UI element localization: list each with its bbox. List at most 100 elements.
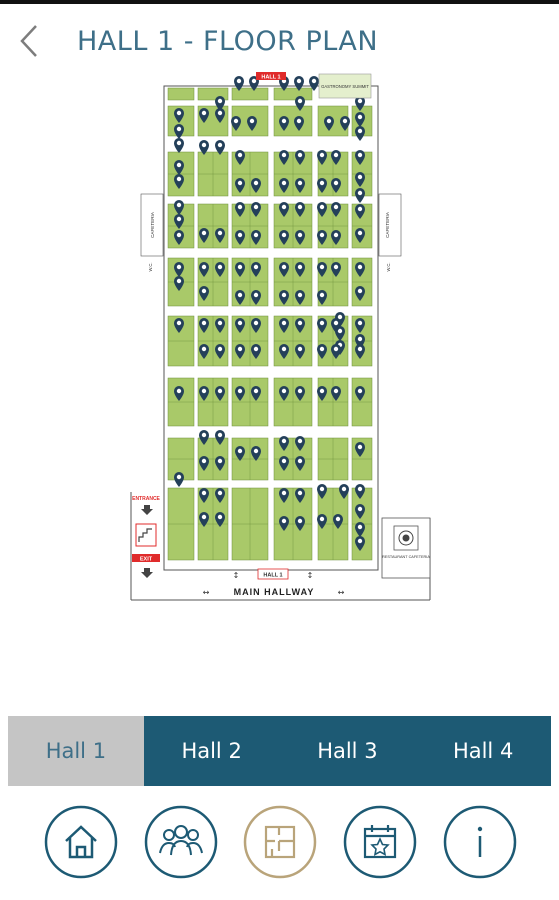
map-pin-icon[interactable] [279, 386, 289, 401]
map-pin-icon[interactable] [279, 318, 289, 333]
map-pin-icon[interactable] [235, 150, 245, 165]
map-pin-icon[interactable] [317, 202, 327, 217]
map-pin-icon[interactable] [215, 262, 225, 277]
map-pin-icon[interactable] [279, 344, 289, 359]
map-pin-icon[interactable] [355, 386, 365, 401]
map-pin-icon[interactable] [331, 150, 341, 165]
map-pin-icon[interactable] [215, 430, 225, 445]
map-pin-icon[interactable] [355, 172, 365, 187]
map-pin-icon[interactable] [295, 262, 305, 277]
tab-hall-2[interactable]: Hall 2 [143, 716, 280, 786]
map-pin-icon[interactable] [317, 178, 327, 193]
map-pin-icon[interactable] [295, 230, 305, 245]
nav-exhibitors-button[interactable] [144, 805, 218, 879]
map-pin-icon[interactable] [251, 290, 261, 305]
map-pin-icon[interactable] [199, 140, 209, 155]
floor-plan-map[interactable]: HALL 1 GASTRONOMY SUMMIT CAFETERIA W.C. … [124, 72, 436, 606]
map-pin-icon[interactable] [317, 290, 327, 305]
map-pin-icon[interactable] [174, 200, 184, 215]
map-pin-icon[interactable] [174, 262, 184, 277]
map-pin-icon[interactable] [295, 386, 305, 401]
map-pin-icon[interactable] [199, 488, 209, 503]
map-pin-icon[interactable] [355, 96, 365, 111]
map-pin-icon[interactable] [295, 318, 305, 333]
map-pin-icon[interactable] [295, 96, 305, 111]
map-pin-icon[interactable] [174, 230, 184, 245]
map-pin-icon[interactable] [355, 442, 365, 457]
tab-hall-1[interactable]: Hall 1 [8, 716, 144, 786]
map-pin-icon[interactable] [294, 76, 304, 91]
map-pin-icon[interactable] [174, 174, 184, 189]
map-pin-icon[interactable] [317, 514, 327, 529]
map-pin-icon[interactable] [199, 286, 209, 301]
map-pin-icon[interactable] [294, 116, 304, 131]
map-pin-icon[interactable] [295, 488, 305, 503]
map-pin-icon[interactable] [317, 386, 327, 401]
map-pin-icon[interactable] [295, 456, 305, 471]
booth[interactable] [231, 87, 269, 101]
map-pin-icon[interactable] [317, 150, 327, 165]
map-pin-icon[interactable] [235, 178, 245, 193]
map-pin-icon[interactable] [355, 522, 365, 537]
map-pin-icon[interactable] [215, 108, 225, 123]
map-pin-icon[interactable] [235, 446, 245, 461]
map-pin-icon[interactable] [331, 230, 341, 245]
map-pin-icon[interactable] [339, 484, 349, 499]
map-pin-icon[interactable] [235, 202, 245, 217]
map-pin-icon[interactable] [331, 386, 341, 401]
map-pin-icon[interactable] [331, 178, 341, 193]
map-pin-icon[interactable] [295, 436, 305, 451]
map-pin-icon[interactable] [235, 230, 245, 245]
map-pin-icon[interactable] [333, 514, 343, 529]
map-pin-icon[interactable] [174, 318, 184, 333]
map-pin-icon[interactable] [279, 202, 289, 217]
map-pin-icon[interactable] [215, 318, 225, 333]
map-pin-icon[interactable] [355, 204, 365, 219]
map-pin-icon[interactable] [279, 488, 289, 503]
map-pin-icon[interactable] [279, 150, 289, 165]
map-pin-icon[interactable] [355, 318, 365, 333]
map-pin-icon[interactable] [215, 456, 225, 471]
map-pin-icon[interactable] [279, 456, 289, 471]
map-pin-icon[interactable] [251, 178, 261, 193]
map-pin-icon[interactable] [355, 112, 365, 127]
map-pin-icon[interactable] [199, 430, 209, 445]
map-pin-icon[interactable] [355, 484, 365, 499]
map-pin-icon[interactable] [251, 318, 261, 333]
map-pin-icon[interactable] [317, 484, 327, 499]
map-pin-icon[interactable] [174, 276, 184, 291]
map-pin-icon[interactable] [234, 76, 244, 91]
map-pin-icon[interactable] [317, 318, 327, 333]
nav-floor-plan-button[interactable] [243, 805, 317, 879]
map-pin-icon[interactable] [199, 386, 209, 401]
map-pin-icon[interactable] [231, 116, 241, 131]
map-pin-icon[interactable] [279, 178, 289, 193]
nav-home-button[interactable] [44, 805, 118, 879]
map-pin-icon[interactable] [279, 230, 289, 245]
map-pin-icon[interactable] [279, 262, 289, 277]
map-pin-icon[interactable] [251, 262, 261, 277]
map-pin-icon[interactable] [331, 318, 341, 333]
map-pin-icon[interactable] [331, 344, 341, 359]
map-pin-icon[interactable] [295, 516, 305, 531]
map-pin-icon[interactable] [199, 108, 209, 123]
map-pin-icon[interactable] [317, 344, 327, 359]
map-pin-icon[interactable] [331, 202, 341, 217]
map-pin-icon[interactable] [295, 344, 305, 359]
booth[interactable] [273, 87, 313, 101]
map-pin-icon[interactable] [340, 116, 350, 131]
map-pin-icon[interactable] [174, 124, 184, 139]
map-pin-icon[interactable] [251, 230, 261, 245]
map-pin-icon[interactable] [317, 230, 327, 245]
map-pin-icon[interactable] [174, 138, 184, 153]
map-pin-icon[interactable] [215, 386, 225, 401]
map-pin-icon[interactable] [355, 286, 365, 301]
map-pin-icon[interactable] [235, 386, 245, 401]
map-pin-icon[interactable] [199, 318, 209, 333]
exhibitor-pins[interactable] [174, 76, 365, 551]
nav-info-button[interactable] [443, 805, 517, 879]
map-pin-icon[interactable] [355, 228, 365, 243]
booth[interactable] [167, 87, 195, 101]
map-pin-icon[interactable] [355, 262, 365, 277]
map-pin-icon[interactable] [174, 108, 184, 123]
